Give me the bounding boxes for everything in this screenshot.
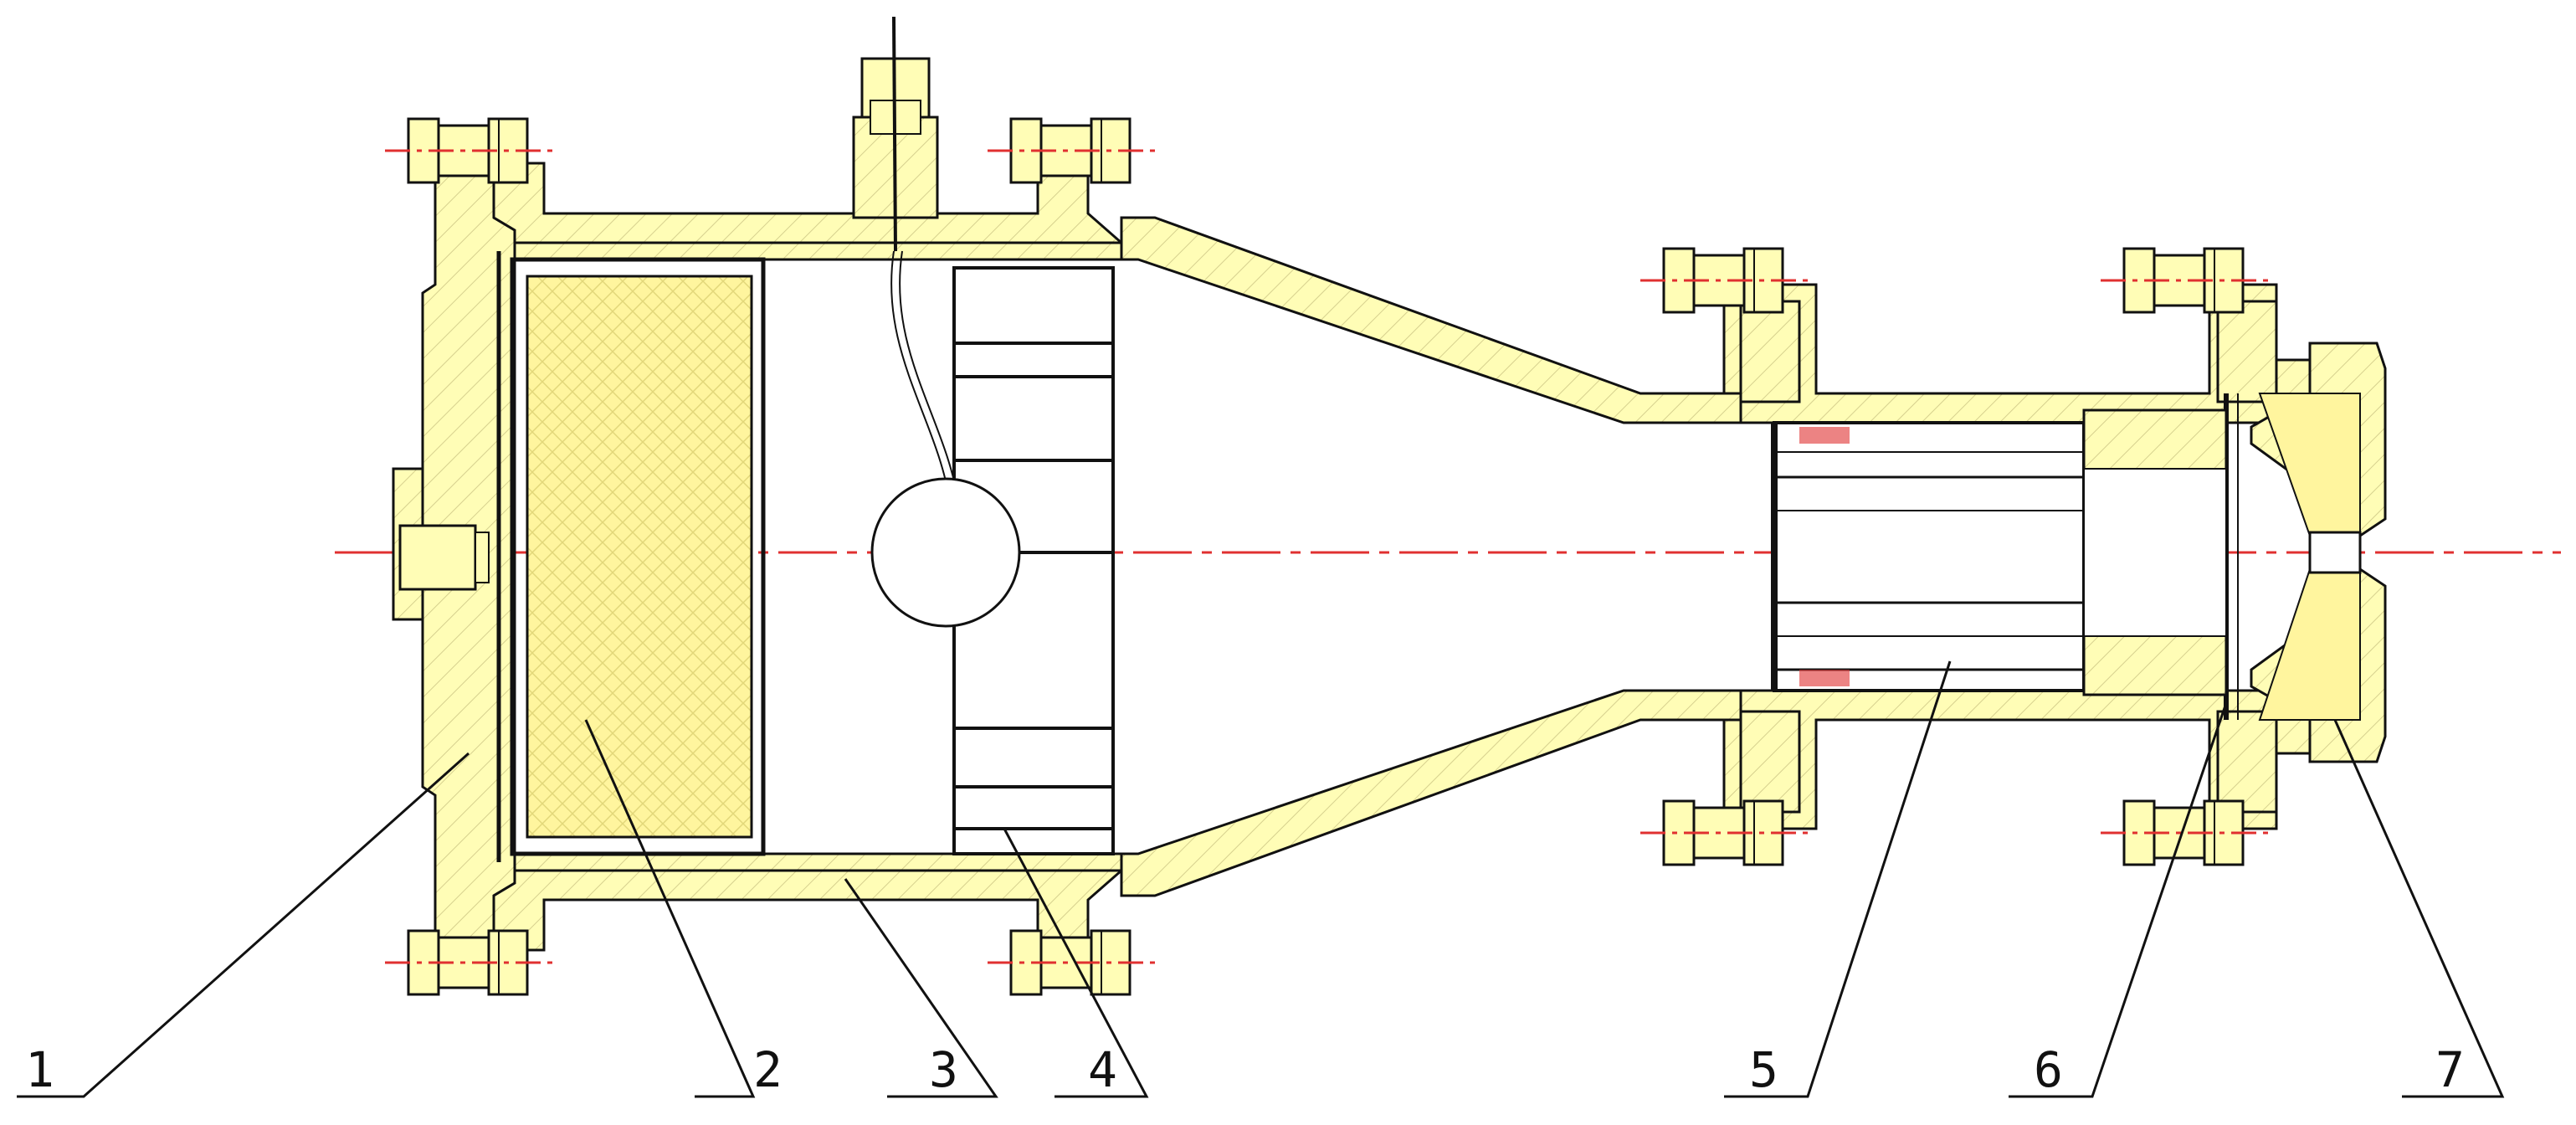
nozzle-part-7 [2250, 342, 2387, 763]
bolt [988, 117, 1155, 184]
bolt [385, 929, 552, 996]
bolt [1640, 799, 1808, 866]
bolt [385, 117, 552, 184]
callout-2: 2 [753, 1041, 783, 1098]
flange-bolts [385, 117, 2268, 996]
bolt [2101, 247, 2268, 314]
bolt [988, 929, 1155, 996]
sensor-probe [852, 16, 1021, 628]
callout-labels: 1 2 3 4 5 6 7 [25, 1041, 2465, 1098]
callout-1: 1 [25, 1041, 54, 1098]
filter-element-part-2 [510, 257, 766, 856]
cover-boss [398, 524, 477, 591]
end-cover-part-1 [392, 149, 516, 964]
bolt [2101, 799, 2268, 866]
bolt [1640, 247, 1808, 314]
conical-transition [1120, 216, 1742, 897]
housing-shell-part-3 [492, 162, 1123, 952]
seal-ring-part-6 [2224, 393, 2239, 720]
sensor-bulb [870, 477, 1021, 628]
outlet-tube [1722, 283, 2312, 830]
callout-4: 4 [1088, 1041, 1117, 1098]
callout-7: 7 [2435, 1041, 2465, 1098]
callout-5: 5 [1749, 1041, 1778, 1098]
tube-insert-part-5 [1771, 408, 2228, 696]
callout-6: 6 [2034, 1041, 2063, 1098]
leader-lines [17, 660, 2505, 1098]
callout-3: 3 [929, 1041, 958, 1098]
